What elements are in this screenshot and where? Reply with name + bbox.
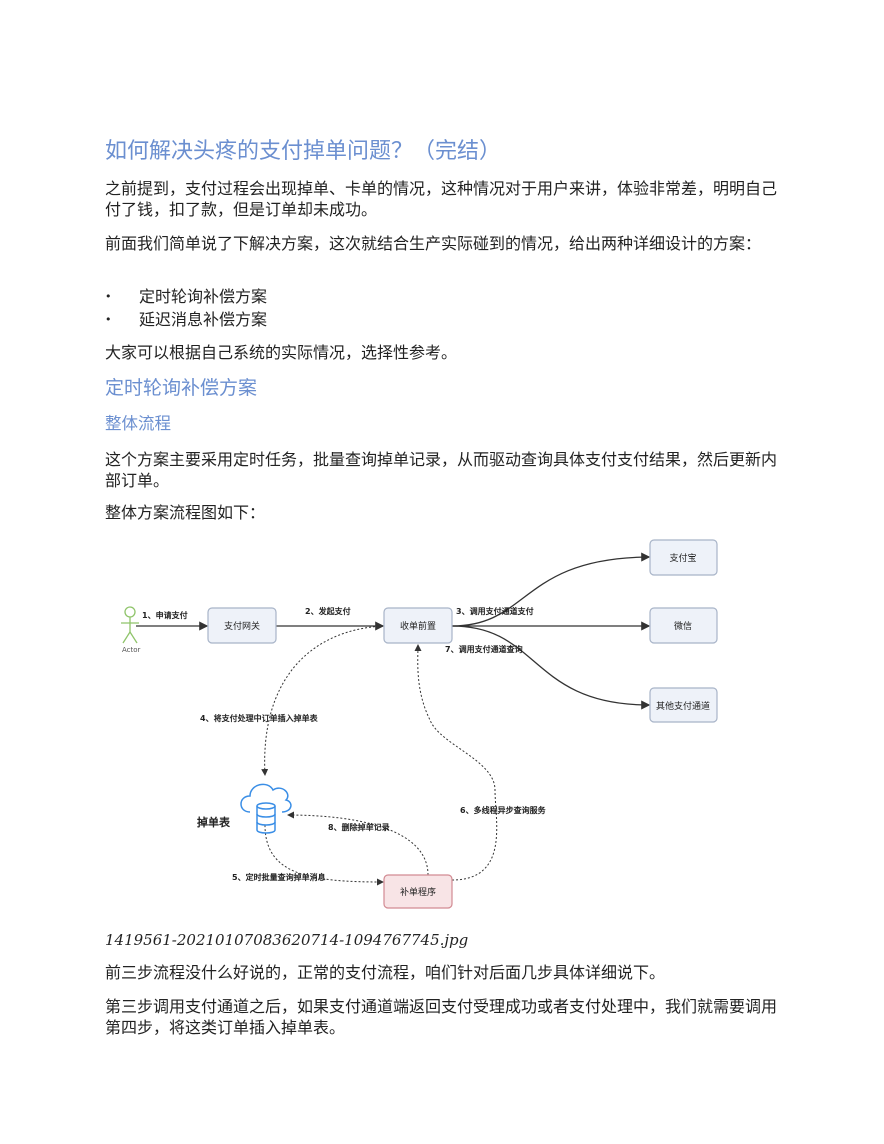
node-wechat-label: 微信 <box>674 620 692 632</box>
edge-5-label: 5、定时批量查询掉单消息 <box>232 872 326 882</box>
node-gateway-label: 支付网关 <box>224 620 260 632</box>
edge-7-other <box>451 625 651 710</box>
bullet-icon: • <box>105 313 112 326</box>
actor-label: Actor <box>122 646 141 654</box>
bullet-icon: • <box>105 290 112 303</box>
node-gateway <box>207 607 277 644</box>
paragraph-reference: 大家可以根据自己系统的实际情况，选择性参考。 <box>105 343 458 362</box>
node-alipay <box>649 539 718 576</box>
node-other-label: 其他支付通道 <box>656 700 710 712</box>
node-front-label: 收单前置 <box>400 620 436 632</box>
edge-6-label: 6、多线程异步查询服务 <box>460 805 547 815</box>
edge-4-label: 4、将支付处理中订单插入掉单表 <box>200 713 319 723</box>
edge-7-label: 7、调用支付通道查询 <box>445 644 523 654</box>
node-repair-label: 补单程序 <box>400 886 436 898</box>
edge-3-label: 3、调用支付通道支付 <box>456 606 534 616</box>
paragraph-solutions: 前面我们简单说了下解决方案，这次就结合生产实际碰到的情况，给出两种详细设计的方案… <box>105 234 762 253</box>
node-repair <box>383 874 453 909</box>
section-heading: 定时轮询补偿方案 <box>105 377 258 399</box>
edge-8-label: 8、删除掉单记录 <box>328 822 390 832</box>
edge-3-alipay <box>451 552 651 627</box>
node-alipay-label: 支付宝 <box>669 552 696 564</box>
image-caption: 1419561-20210107083620714-1094767745.jpg <box>105 931 469 949</box>
paragraph-diagram-intro: 整体方案流程图如下： <box>105 503 266 522</box>
cloud-database-icon <box>240 783 292 834</box>
paragraph-steps: 前三步流程没什么好说的，正常的支付流程，咱们针对后面几步具体详细说下。 <box>105 963 666 982</box>
node-table-label: 掉单表 <box>197 815 231 829</box>
paragraph-step-four: 第三步调用支付通道之后，如果支付通道端返回支付受理成功或者支付处理中，我们就需要… <box>105 997 778 1037</box>
edge-6 <box>414 644 498 881</box>
edge-2-label: 2、发起支付 <box>305 606 351 616</box>
edge-1-label: 1、申请支付 <box>142 610 188 620</box>
node-other <box>649 687 718 723</box>
edge-4 <box>261 625 384 776</box>
actor-icon <box>121 606 139 644</box>
subsection-heading: 整体流程 <box>105 414 171 433</box>
node-front <box>383 607 453 644</box>
edge-5 <box>264 824 384 886</box>
flow-diagram: Actor 支付网关 收单前置 支付宝 微信 其他支付通道 补单程序 掉单表 1… <box>121 539 718 909</box>
edge-8 <box>287 811 429 876</box>
node-wechat <box>649 607 718 644</box>
paragraph-scheme: 这个方案主要采用定时任务，批量查询掉单记录，从而驱动查询具体支付支付结果，然后更… <box>105 450 778 490</box>
page-title: 如何解决头疼的支付掉单问题？（完结） <box>105 139 502 164</box>
paragraph-intro: 之前提到，支付过程会出现掉单、卡单的情况，这种情况对于用户来讲，体验非常差，明明… <box>105 179 778 219</box>
